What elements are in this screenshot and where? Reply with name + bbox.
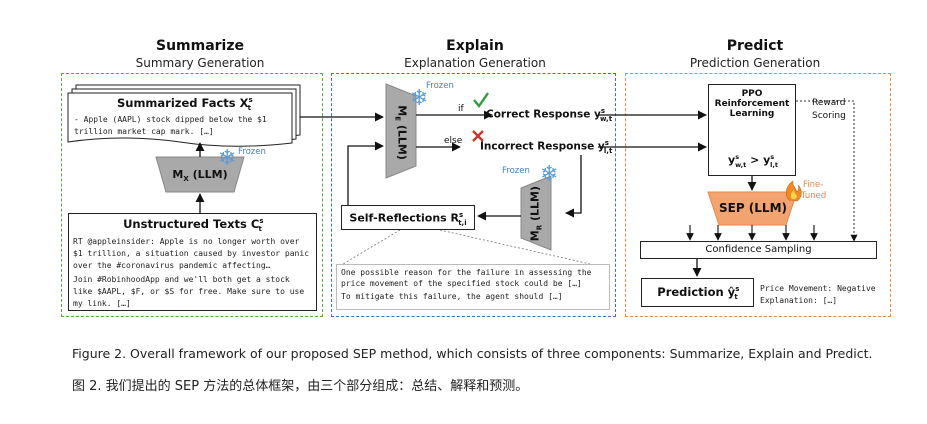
summarized-facts-text: - Apple (AAPL) stock dipped below the $1… [74, 115, 267, 136]
sep-model-label: SEP (LLM) [718, 201, 787, 215]
explain-model-shape [385, 83, 417, 179]
cross-icon [472, 130, 484, 142]
reflection-text-2: To mitigate this failure, the agent shou… [341, 292, 563, 301]
ppo-comparison: ysw,t > ysl,t [728, 153, 778, 169]
ppo-line-2: Reinforcement [714, 99, 790, 109]
prediction-title: Prediction ŷst [657, 285, 740, 302]
reward-label-2: Scoring [812, 111, 846, 121]
else-label: else [444, 136, 463, 146]
check-icon [473, 92, 489, 108]
explain-subtitle: Explanation Generation [404, 56, 546, 70]
prediction-box: Prediction ŷst [641, 278, 754, 307]
finetuned-label-2: Tuned [801, 191, 827, 201]
snowflake-icon: ❄ [540, 162, 559, 187]
self-reflections-title: Self-Reflections Rst,i [349, 211, 467, 227]
ppo-line-3: Learning [729, 109, 775, 119]
summary-model-shape [155, 156, 245, 193]
explain-title: Explain [446, 38, 504, 54]
fire-icon [785, 180, 802, 202]
explain-model-label: ME (LLM) [393, 105, 409, 160]
paper-stack-front [67, 92, 293, 147]
predict-title: Predict [726, 38, 784, 54]
reflection-model-shape [520, 175, 552, 251]
explain-panel [331, 73, 616, 317]
reflection-model-label: MR (LLM) [528, 186, 544, 242]
unstructured-text-1: RT @appleinsider: Apple is no longer wor… [73, 237, 310, 271]
unstructured-text-2: Join #RobinhoodApp and we'll both get a … [73, 275, 305, 309]
price-movement-output: Price Movement: Negative [760, 284, 876, 293]
predict-panel [625, 73, 891, 317]
unstructured-texts-title: Unstructured Texts Cst [123, 217, 264, 234]
summarize-panel [61, 73, 323, 317]
summarized-facts-title: Summarized Facts Xst [116, 96, 253, 113]
incorrect-response: Incorrect Response ysl,t [480, 139, 613, 155]
unstructured-texts-box: Unstructured Texts Cst RT @appleinsider:… [68, 213, 317, 311]
finetuned-label-1: Fine- [803, 180, 824, 190]
frozen-label: Frozen [426, 81, 454, 91]
reflection-text-box: One possible reason for the failure in a… [336, 264, 610, 310]
explanation-output: Explanation: […] [760, 296, 838, 305]
ppo-line-1: PPO [741, 89, 763, 99]
reward-label-1: Reward [812, 98, 846, 108]
snowflake-icon: ❄ [410, 86, 429, 111]
correct-response: Correct Response ysw,t [486, 107, 613, 123]
self-reflections-box: Self-Reflections Rst,i [341, 205, 475, 230]
summarize-subtitle: Summary Generation [135, 56, 265, 70]
figure-caption-english: Figure 2. Overall framework of our propo… [72, 346, 873, 361]
confidence-sampling-label: Confidence Sampling [705, 244, 812, 255]
snowflake-icon: ❄ [218, 146, 237, 171]
frozen-label: Frozen [238, 147, 266, 157]
summary-model-label: MX (LLM) [172, 168, 228, 184]
predict-subtitle: Prediction Generation [689, 56, 821, 70]
figure-caption-chinese: 图 2. 我们提出的 SEP 方法的总体框架，由三个部分组成：总结、解释和预测。 [72, 379, 529, 394]
confidence-sampling-box: Confidence Sampling [640, 241, 877, 259]
ppo-box: PPO Reinforcement Learning ysw,t > ysl,t [708, 84, 796, 176]
if-label: if [458, 104, 464, 114]
reflection-text-1: One possible reason for the failure in a… [341, 268, 592, 288]
summarize-title: Summarize [155, 38, 245, 54]
frozen-label: Frozen [502, 166, 530, 176]
